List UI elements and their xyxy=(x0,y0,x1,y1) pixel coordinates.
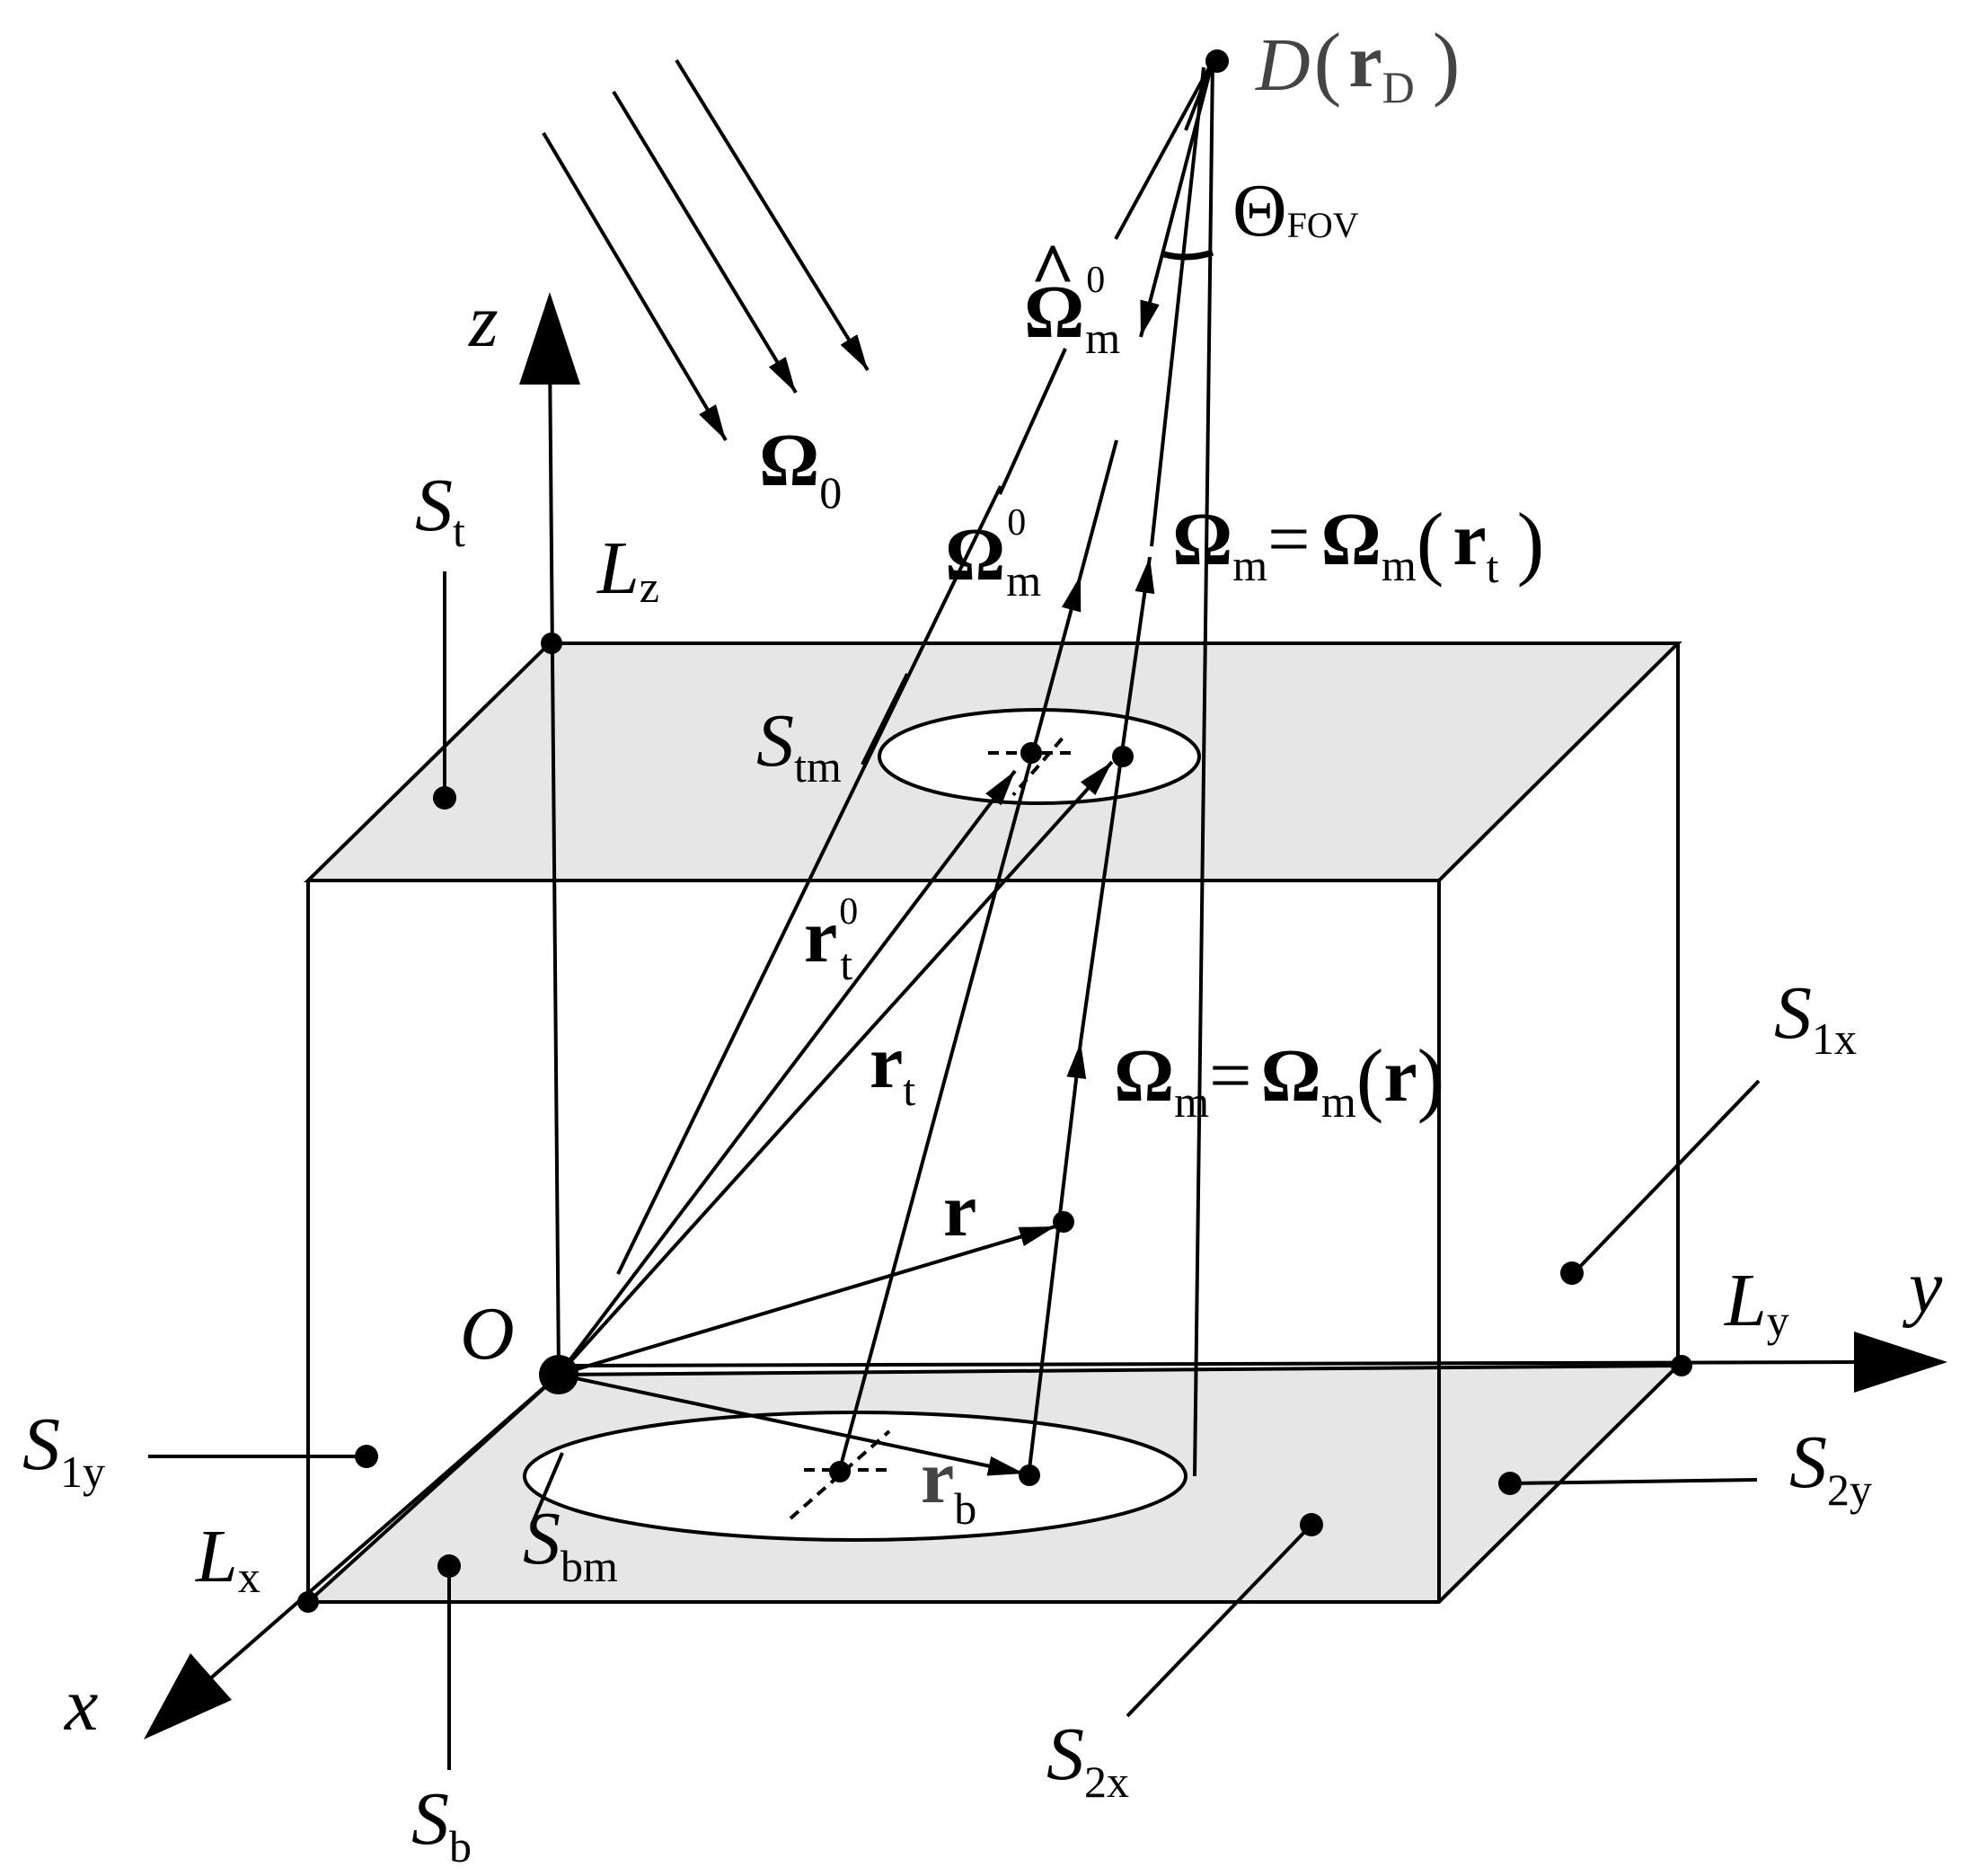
s2y-point xyxy=(1498,1472,1522,1495)
y-axis-arrowhead xyxy=(1854,1332,1947,1393)
sb-point xyxy=(437,1554,461,1578)
bottom-measurement-ellipse xyxy=(523,1411,1188,1542)
lx-point xyxy=(297,1591,319,1613)
rb-point xyxy=(1019,1465,1040,1486)
rt-label: rt xyxy=(870,1021,915,1115)
rb0-point xyxy=(829,1461,851,1482)
leader-lines xyxy=(148,571,1761,1770)
r-label: r xyxy=(943,1169,976,1252)
y-axis-label: y xyxy=(1902,1245,1943,1329)
lines-of-sight xyxy=(616,60,1214,1477)
s1y-label: S1y xyxy=(22,1403,105,1497)
sbm-label: Sbm xyxy=(523,1497,618,1591)
lz-label: Lz xyxy=(596,527,659,612)
detector-label: D(rD) xyxy=(1255,16,1460,112)
st-point xyxy=(433,786,456,810)
omega-m-rt-label: Ωm=Ωm(rt) xyxy=(1172,496,1544,592)
s2x-label: S2x xyxy=(1046,1712,1129,1807)
points xyxy=(297,49,1692,1613)
theta-fov-label: ΘFOV xyxy=(1232,169,1359,252)
ly-label: Ly xyxy=(1724,1259,1789,1346)
origin-point xyxy=(539,1355,578,1394)
stm-label: Stm xyxy=(756,699,842,792)
lx-label: Lx xyxy=(195,1515,260,1602)
z-axis-arrowhead xyxy=(519,292,580,385)
st-label: St xyxy=(415,464,465,556)
s2x-point xyxy=(1300,1513,1323,1536)
origin-label: O xyxy=(460,1292,515,1376)
s1y-point xyxy=(355,1445,378,1468)
rt-point xyxy=(1112,746,1134,767)
s1x-label: S1x xyxy=(1774,971,1857,1064)
fov-arc xyxy=(1163,249,1214,261)
incident-rays xyxy=(542,58,870,442)
detector-point xyxy=(1205,49,1229,73)
z-axis xyxy=(548,350,561,1376)
r-point xyxy=(1053,1211,1074,1233)
y-axis xyxy=(558,1360,1869,1367)
s1x-point xyxy=(1560,1261,1584,1285)
omega-hat-m0-hat: ^ xyxy=(1030,227,1075,314)
z-axis-label: z xyxy=(468,279,499,363)
position-vectors xyxy=(557,760,1114,1476)
rt0-point xyxy=(1020,742,1042,764)
box-edges xyxy=(306,643,1680,1602)
s2y-label: S2y xyxy=(1789,1420,1872,1515)
rb-label: rb xyxy=(921,1436,976,1534)
x-axis-arrowhead xyxy=(144,1653,232,1739)
x-axis-label: x xyxy=(63,1663,98,1747)
ly-point xyxy=(1671,1355,1692,1376)
x-axis xyxy=(178,1373,561,1707)
lz-point xyxy=(541,633,562,654)
omega-m-r-label: Ωm=Ωm(r) xyxy=(1114,1032,1444,1127)
omega0-label: Ω0 xyxy=(759,419,842,518)
sb-label: Sb xyxy=(411,1777,472,1872)
